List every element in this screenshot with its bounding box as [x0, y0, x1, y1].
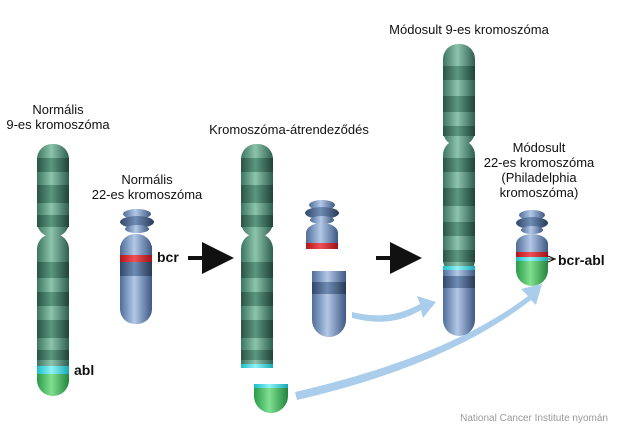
rearranged-chromosome-9 [241, 144, 273, 368]
abl-label: abl [74, 362, 95, 378]
abl-fragment [254, 384, 288, 413]
bcr-label: bcr [157, 249, 179, 265]
label-modified-22-line4: kromoszóma) [499, 185, 579, 200]
label-rearrangement-text: Kromoszóma-átrendeződés [209, 122, 369, 137]
translocation-arrow-22-to-9 [352, 296, 436, 322]
modified-chromosome-9 [443, 44, 475, 336]
label-normal-9-line1: Normális [32, 102, 84, 117]
label-modified-22-line2: 22-es kromoszóma [483, 155, 595, 170]
label-normal-9-line2: 9-es kromoszóma [6, 117, 110, 132]
label-modified-9-text: Módosult 9-es kromoszóma [389, 22, 549, 37]
rearranged-chromosome-22-bottom [312, 271, 346, 337]
bcr-abl-label: bcr-abl [558, 252, 605, 268]
translocation-arrow-9-to-22 [295, 284, 542, 400]
normal-chromosome-9 [37, 144, 69, 396]
label-modified-22-line3: (Philadelphia [501, 170, 577, 185]
label-modified-22-line1: Módosult [512, 140, 566, 155]
label-normal-9: Normális 9-es kromoszóma [3, 102, 113, 132]
normal-chromosome-22 [120, 209, 154, 324]
credit-text: National Cancer Institute nyomán [460, 413, 608, 424]
philadelphia-chromosome [516, 210, 548, 286]
rearranged-chromosome-22-top [305, 200, 339, 249]
label-modified-9: Módosult 9-es kromoszóma [376, 22, 562, 37]
label-normal-22-line1: Normális [121, 172, 173, 187]
label-normal-22-line2: 22-es kromoszóma [91, 187, 203, 202]
label-normal-22: Normális 22-es kromoszóma [82, 172, 212, 202]
label-rearrangement: Kromoszóma-átrendeződés [196, 122, 382, 137]
label-modified-22: Módosult 22-es kromoszóma (Philadelphia … [478, 140, 600, 200]
